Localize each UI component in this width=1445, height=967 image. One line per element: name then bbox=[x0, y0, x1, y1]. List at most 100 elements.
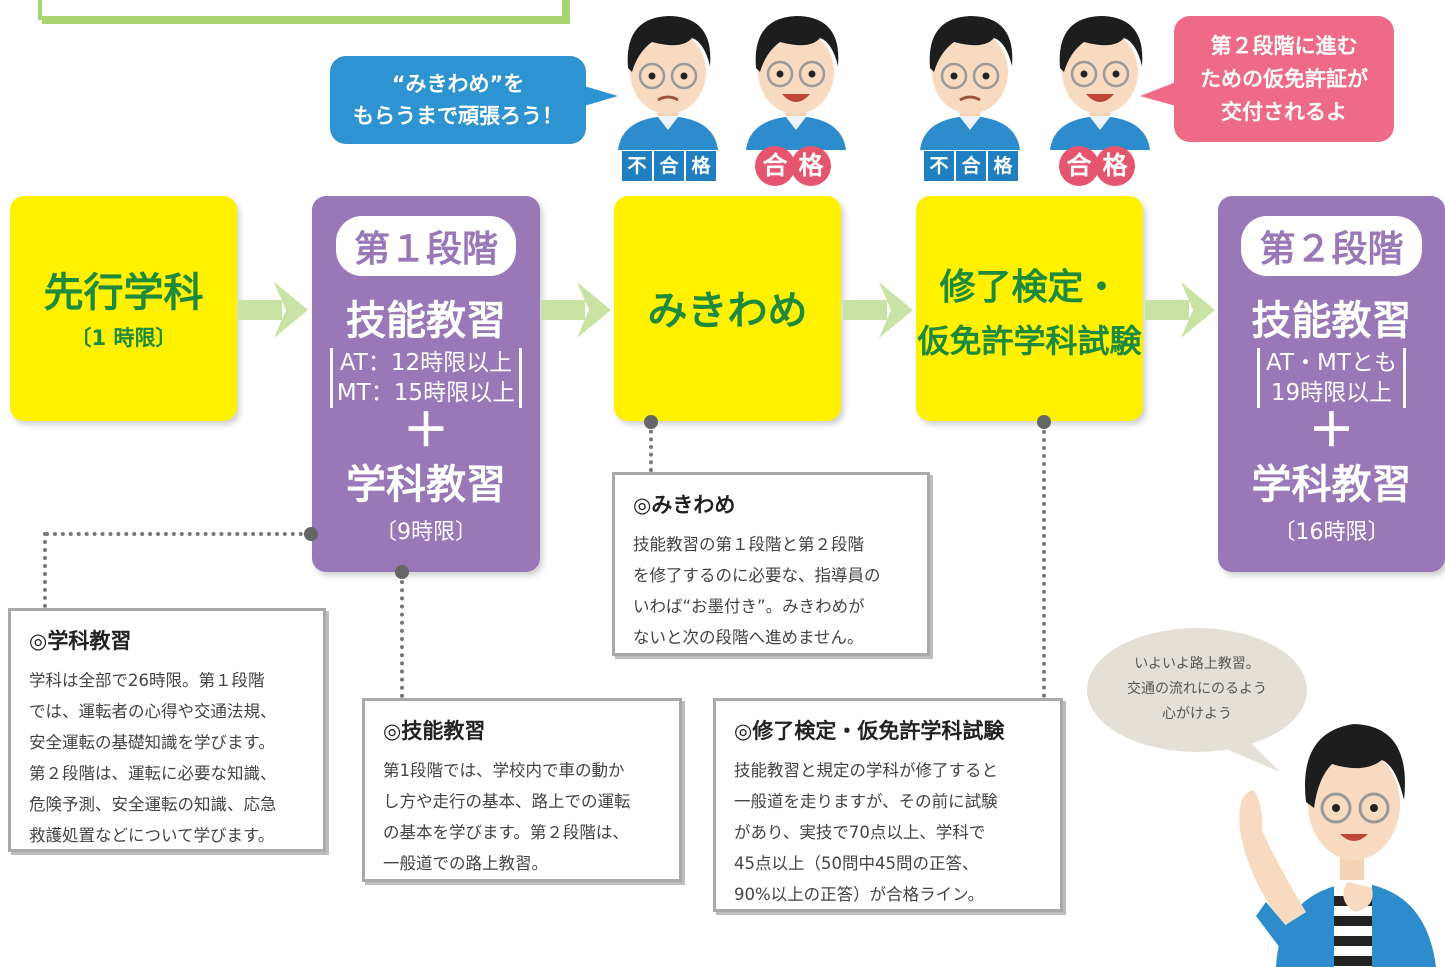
bubble-line: 心がけよう bbox=[1162, 706, 1232, 722]
pass-label: 合 格 bbox=[755, 146, 831, 186]
bubble-line: ための仮免許証が bbox=[1200, 67, 1368, 91]
pass-char: 合 bbox=[1059, 146, 1099, 186]
flow-arrow-icon bbox=[843, 282, 913, 338]
connector-line bbox=[649, 422, 653, 472]
fail-char: 格 bbox=[988, 151, 1018, 181]
panel-gakka-kyoshu: ◎学科教習 学科は全部で26時限。第１段階 では、運転者の心得や交通法規、 安全… bbox=[8, 608, 326, 852]
panel-line: を修了するのに必要な、指導員の bbox=[633, 566, 881, 585]
connector-node bbox=[395, 565, 409, 579]
student-sad-face-icon bbox=[618, 16, 718, 150]
bubble-line: 交付されるよ bbox=[1221, 100, 1347, 124]
fail-char: 合 bbox=[956, 151, 986, 181]
panel-line: 第２段階は、運転に必要な知識、 bbox=[29, 764, 277, 783]
mt-hours: MT：15時限以上 bbox=[336, 380, 516, 406]
hours-bracket: AT：12時限以上 MT：15時限以上 bbox=[329, 348, 523, 408]
step-mikiwame: みきわめ bbox=[614, 196, 841, 421]
student-happy-face-icon bbox=[746, 16, 846, 150]
top-banner-frame bbox=[38, 0, 566, 20]
academic-hours: 〔9時限〕 bbox=[375, 520, 477, 545]
fail-char: 不 bbox=[622, 151, 652, 181]
step-stage1: 第１段階 技能教習 AT：12時限以上 MT：15時限以上 ＋ 学科教習 〔9時… bbox=[312, 196, 540, 572]
plus-sign: ＋ bbox=[1308, 403, 1355, 457]
bubble-line: “みきわめ”を bbox=[391, 72, 525, 96]
panel-line: 45点以上（50問中45問の正答、 bbox=[734, 854, 979, 873]
flow-arrow-icon bbox=[1145, 282, 1215, 338]
connector-line bbox=[1042, 422, 1046, 698]
bubble-tail-icon bbox=[1140, 82, 1176, 106]
academic-training-title: 学科教習 bbox=[346, 462, 506, 508]
step-sub: 〔1 時限〕 bbox=[70, 326, 177, 350]
panel-line: 技能教習と規定の学科が修了すると bbox=[734, 761, 998, 780]
connector-node bbox=[1037, 415, 1051, 429]
fail-label: 不 合 格 bbox=[924, 151, 1018, 181]
panel-line: いわば“お墨付き”。みきわめが bbox=[633, 597, 865, 616]
step-shuryo-kentei: 修了検定・ 仮免許学科試験 bbox=[916, 196, 1143, 421]
panel-mikiwame: ◎みきわめ 技能教習の第１段階と第２段階 を修了するのに必要な、指導員の いわば… bbox=[612, 472, 930, 656]
panel-line: 安全運転の基礎知識を学びます。 bbox=[29, 733, 275, 752]
flow-arrow-icon bbox=[541, 282, 611, 338]
bubble-line: 第２段階に進む bbox=[1210, 34, 1358, 58]
bubble-line: 交通の流れにのるよう bbox=[1127, 681, 1267, 697]
plus-sign: ＋ bbox=[403, 403, 449, 457]
connector-node bbox=[304, 527, 318, 541]
hours-bracket: AT・MTとも 19時限以上 bbox=[1257, 348, 1406, 408]
panel-gino-kyoshu: ◎技能教習 第1段階では、学校内で車の動か し方や走行の基本、路上での運転 の基… bbox=[362, 698, 682, 882]
exam-title-line2: 仮免許学科試験 bbox=[917, 322, 1142, 360]
atmt-hours: 19時限以上 bbox=[1270, 380, 1393, 406]
pass-label: 合 格 bbox=[1059, 146, 1135, 186]
step-senko-gakka: 先行学科 〔1 時限〕 bbox=[10, 196, 237, 421]
panel-line: の基本を学びます。第２段階は、 bbox=[383, 823, 629, 842]
fail-char: 合 bbox=[654, 151, 684, 181]
panel-line: 第1段階では、学校内で車の動か bbox=[383, 761, 625, 780]
bubble-tail-icon bbox=[584, 86, 618, 106]
atmt-label: AT・MTとも bbox=[1266, 350, 1397, 376]
panel-body: 技能教習と規定の学科が修了すると 一般道を走りますが、その前に試験 があり、実技… bbox=[734, 755, 1042, 910]
panel-line: 一般道での路上教習。 bbox=[383, 854, 548, 873]
waving-student-icon bbox=[1239, 724, 1436, 967]
fail-char: 格 bbox=[686, 151, 716, 181]
stage-pill: 第２段階 bbox=[1241, 216, 1422, 276]
exam-title-line1: 修了検定・ bbox=[939, 267, 1120, 308]
bubble-rojo-hint: いよいよ路上教習。 交通の流れにのるよう 心がけよう bbox=[1096, 652, 1298, 727]
connector-line bbox=[400, 572, 404, 698]
stage-pill: 第１段階 bbox=[335, 216, 516, 276]
panel-line: 90%以上の正答）が合格ライン。 bbox=[734, 885, 985, 904]
bubble-karimen: 第２段階に進む ための仮免許証が 交付されるよ bbox=[1174, 16, 1394, 142]
panel-line: 一般道を走りますが、その前に試験 bbox=[734, 792, 998, 811]
bubble-line: いよいよ路上教習。 bbox=[1134, 656, 1260, 672]
panel-line: し方や走行の基本、路上での運転 bbox=[383, 792, 631, 811]
pass-char: 格 bbox=[791, 146, 831, 186]
panel-line: 救護処置などについて学びます。 bbox=[29, 826, 275, 845]
panel-title: ◎技能教習 bbox=[383, 719, 486, 743]
bubble-line: もらうまで頑張ろう！ bbox=[353, 104, 563, 128]
panel-body: 技能教習の第１段階と第２段階 を修了するのに必要な、指導員の いわば“お墨付き”… bbox=[633, 529, 909, 653]
panel-title: ◎みきわめ bbox=[633, 493, 736, 517]
panel-line: 技能教習の第１段階と第２段階 bbox=[633, 535, 864, 554]
student-sad-face-icon bbox=[920, 16, 1020, 150]
panel-line: 危険予測、安全運転の知識、応急 bbox=[29, 795, 277, 814]
panel-line: があり、実技で70点以上、学科で bbox=[734, 823, 986, 842]
bubble-cloud-shape bbox=[1087, 628, 1307, 772]
panel-shuryo-kentei: ◎修了検定・仮免許学科試験 技能教習と規定の学科が修了すると 一般道を走りますが… bbox=[713, 698, 1063, 912]
panel-body: 第1段階では、学校内で車の動か し方や走行の基本、路上での運転 の基本を学びます… bbox=[383, 755, 661, 879]
panel-title: ◎修了検定・仮免許学科試験 bbox=[734, 719, 1005, 743]
connector-line bbox=[45, 532, 311, 536]
panel-line: ないと次の段階へ進めません。 bbox=[633, 628, 864, 647]
panel-line: では、運転者の心得や交通法規、 bbox=[29, 702, 277, 721]
fail-label: 不 合 格 bbox=[622, 151, 716, 181]
panel-body: 学科は全部で26時限。第１段階 では、運転者の心得や交通法規、 安全運転の基礎知… bbox=[29, 665, 305, 851]
student-happy-face-icon bbox=[1050, 16, 1150, 150]
skill-training-title: 技能教習 bbox=[1251, 298, 1412, 344]
connector-line bbox=[43, 532, 47, 608]
fail-char: 不 bbox=[924, 151, 954, 181]
mikiwame-title: みきわめ bbox=[647, 288, 808, 334]
academic-hours: 〔16時限〕 bbox=[1273, 520, 1390, 545]
pass-char: 格 bbox=[1095, 146, 1135, 186]
at-hours: AT：12時限以上 bbox=[339, 350, 513, 376]
pass-char: 合 bbox=[755, 146, 795, 186]
connector-node bbox=[644, 415, 658, 429]
step-title: 先行学科 bbox=[43, 270, 204, 316]
skill-training-title: 技能教習 bbox=[346, 298, 506, 344]
panel-line: 学科は全部で26時限。第１段階 bbox=[29, 671, 265, 690]
panel-title: ◎学科教習 bbox=[29, 629, 132, 653]
